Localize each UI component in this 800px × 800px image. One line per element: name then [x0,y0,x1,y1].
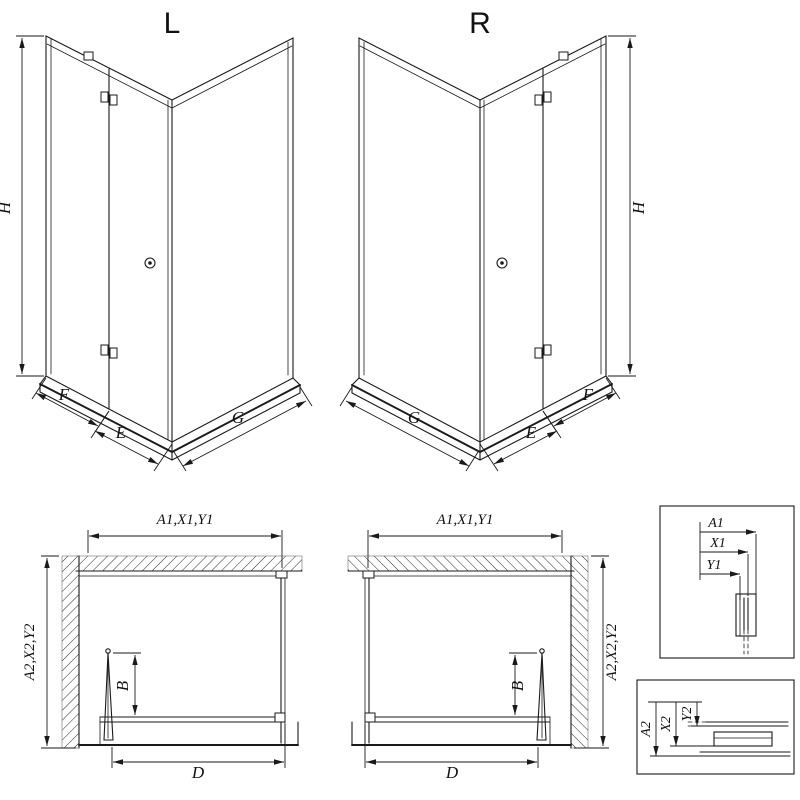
dim-label-a2x2y2-right: A2,X2,Y2 [604,623,620,681]
dim-label-y1: Y1 [707,558,722,573]
dim-label-x2: X2 [659,716,674,733]
view-3d-left: L H F E G [0,7,312,471]
detail-box-top: A1 X1 Y1 [659,505,795,659]
dim-label-e-left: E [115,423,127,442]
view-title-right: R [469,7,491,40]
dim-label-a1x1y1-left: A1,X1,Y1 [156,512,214,528]
detail-top-frame [659,505,795,659]
enclosure-3d-left [16,36,312,471]
bottom-profile-section [713,731,773,747]
enclosure-3d-right [340,36,636,471]
dim-label-x1: X1 [709,536,726,551]
view-3d-right: R H F E G [340,7,648,471]
dim-label-h-right: H [629,200,648,215]
dim-label-h-left: H [0,200,14,215]
dim-label-a1: A1 [707,516,724,531]
plan-geometry-right [348,530,609,768]
dim-label-f-right: F [582,385,594,404]
dim-label-d-right: D [445,763,459,782]
dim-label-a2: A2 [639,721,654,738]
dim-label-b-right: B [508,680,527,691]
dim-label-e-right: E [525,423,537,442]
dim-label-b-left: B [113,680,132,691]
dim-label-d-left: D [191,763,205,782]
dim-label-a1x1y1-right: A1,X1,Y1 [436,512,494,528]
wall-profile-section [735,593,757,637]
plan-view-left: A1,X1,Y1 A2,X2,Y2 B D [22,512,302,782]
detail-box-bottom: A2 X2 Y2 [636,679,795,775]
plan-view-right: A1,X1,Y1 A2,X2,Y2 B D [348,512,620,782]
dim-label-g-left: G [232,408,244,427]
view-title-left: L [164,7,181,40]
dim-label-a2x2y2-left: A2,X2,Y2 [22,623,38,681]
plan-geometry-left [41,530,302,768]
dim-label-g-right: G [408,408,420,427]
detail-bottom-frame [636,679,795,775]
dim-label-y2: Y2 [680,707,695,722]
dim-label-f-left: F [58,385,70,404]
